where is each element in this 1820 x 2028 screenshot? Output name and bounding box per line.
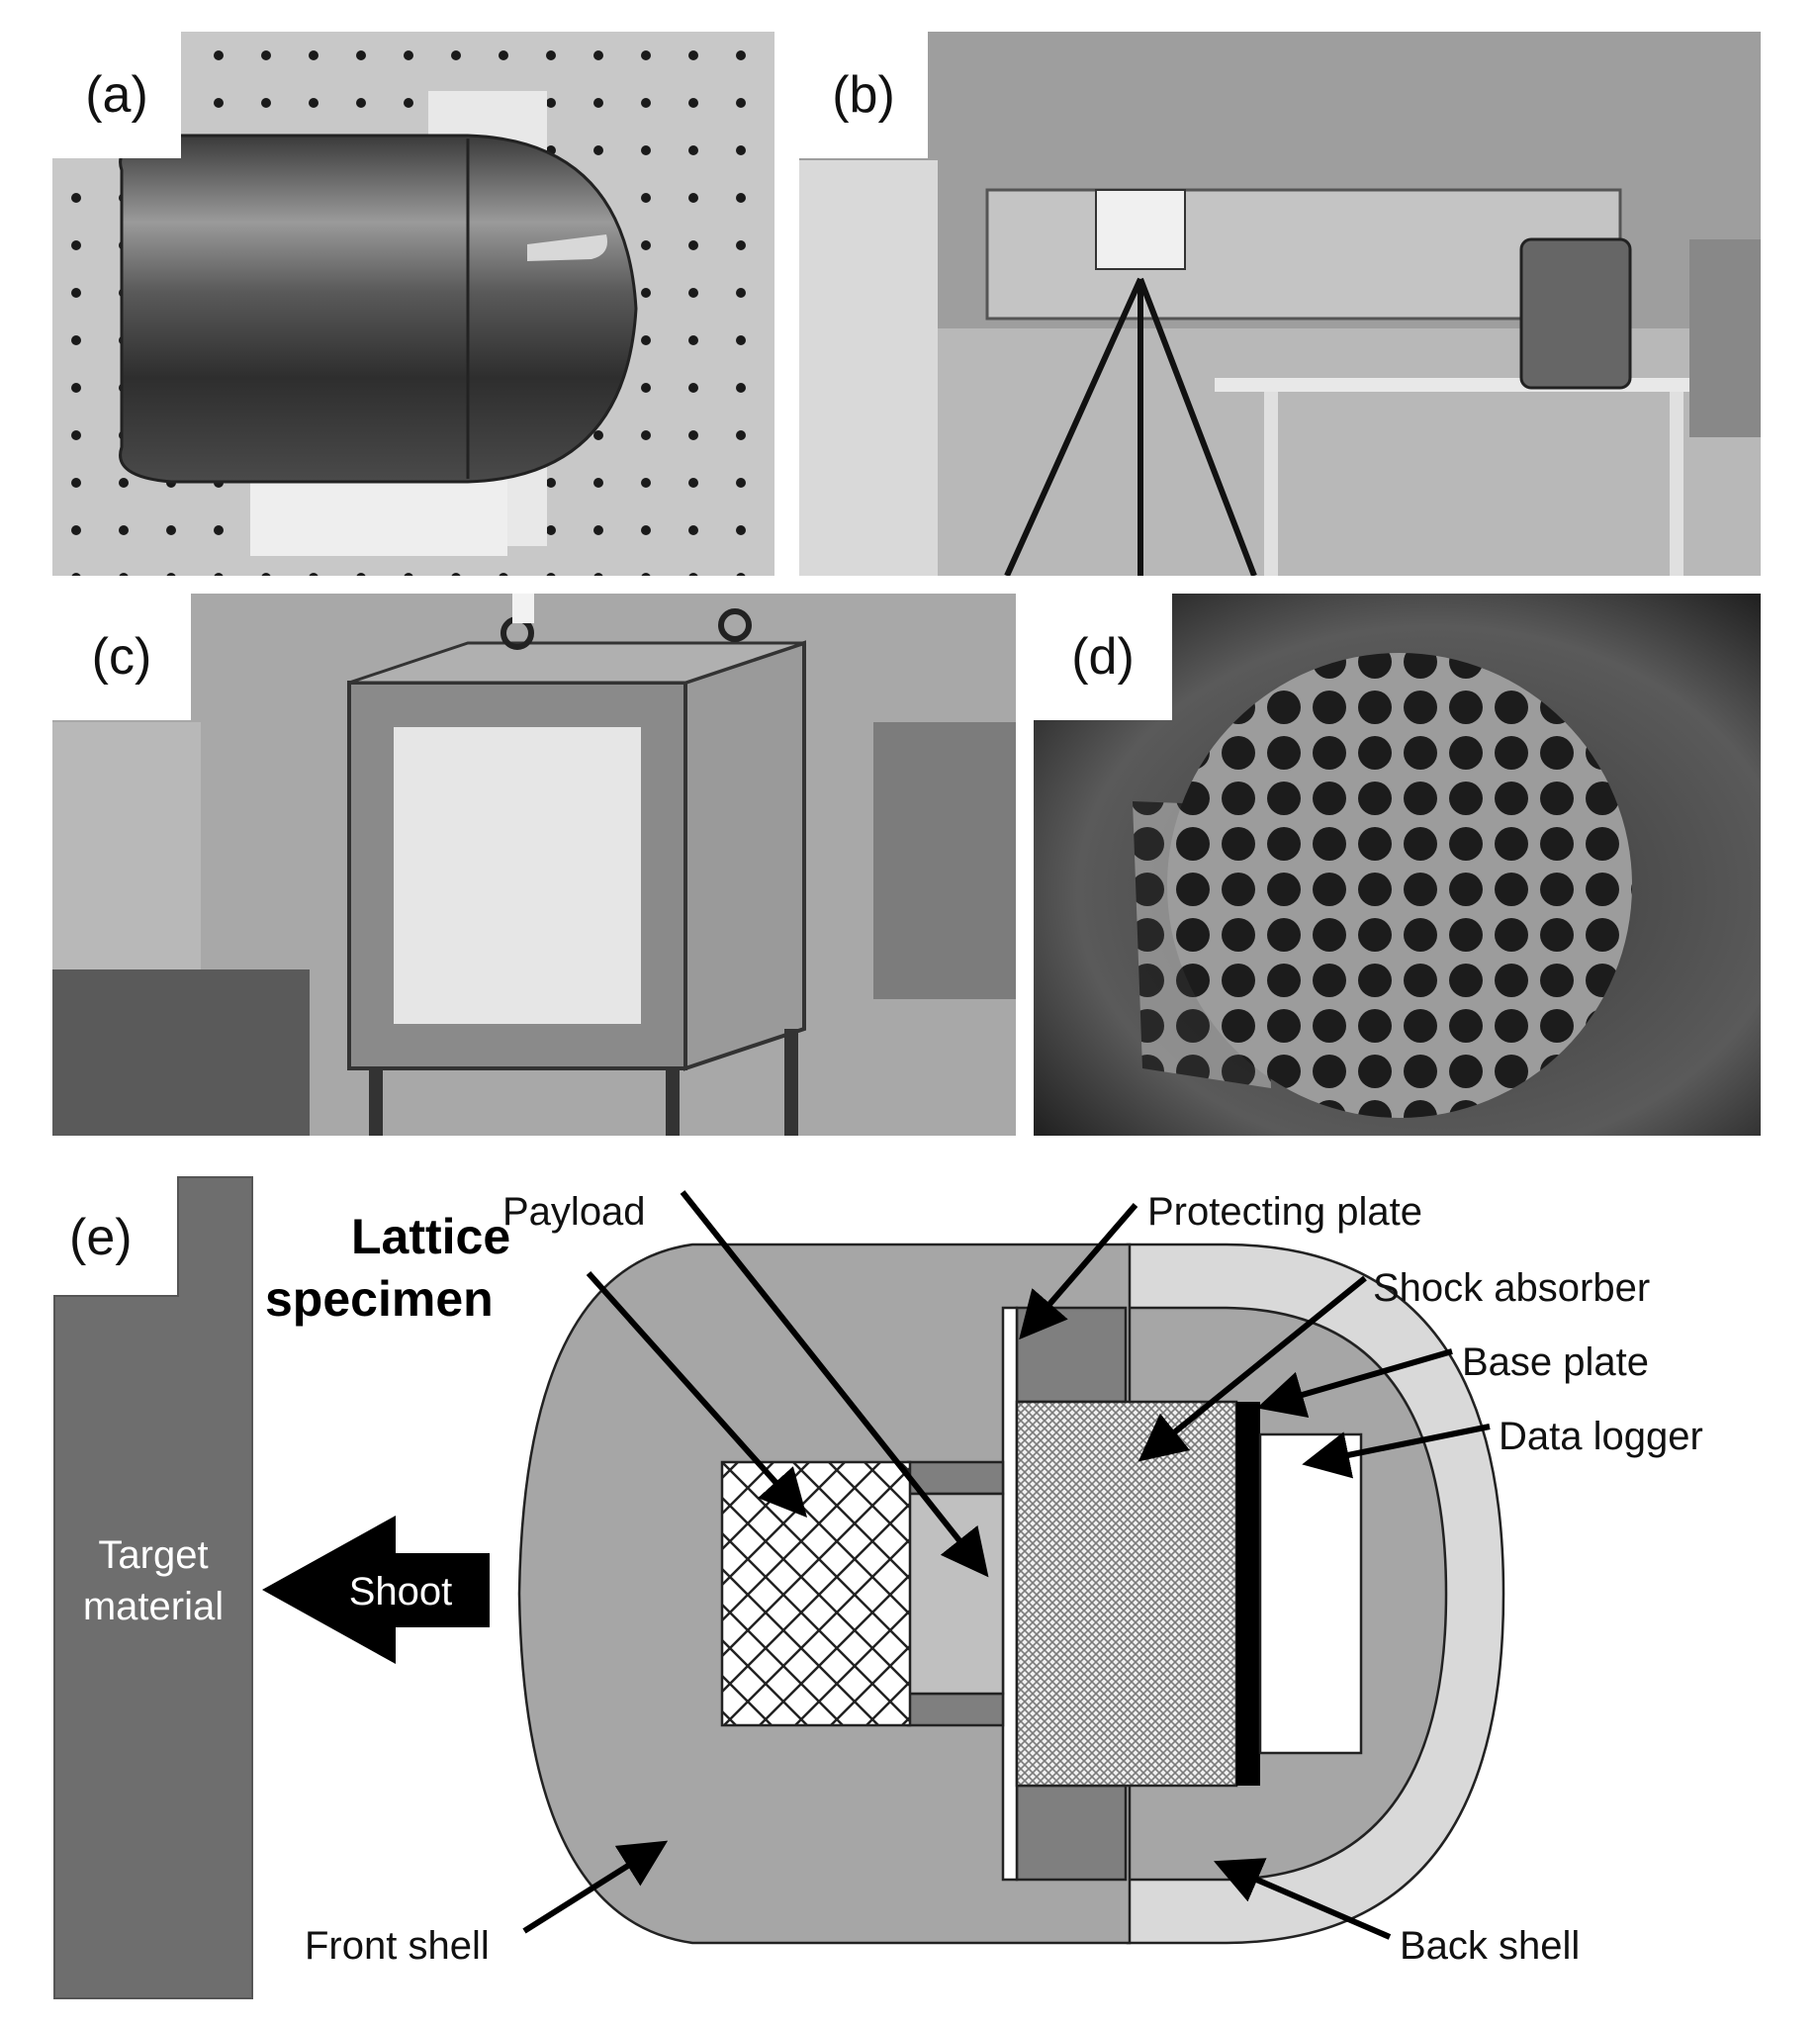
target-material-block — [53, 1176, 253, 1999]
lattice-photo — [1034, 594, 1761, 1136]
base-plate — [1236, 1402, 1260, 1786]
shoot-label: Shoot — [349, 1570, 453, 1613]
panel-label-b: (b) — [799, 32, 928, 158]
photo-panel-b — [799, 32, 1761, 576]
protecting-block-bottom — [1015, 1784, 1128, 1882]
panel-label-e: (e) — [69, 1209, 133, 1266]
payload-rail-bottom — [906, 1692, 1005, 1727]
payload — [906, 1492, 1005, 1696]
shock-absorber — [1015, 1400, 1238, 1788]
protecting-plate — [1001, 1306, 1019, 1882]
data-logger-arrow — [1302, 1424, 1491, 1479]
base-plate-label: Base plate — [1462, 1340, 1649, 1384]
capsule-photo — [52, 32, 774, 576]
data-logger-label: Data logger — [1499, 1415, 1703, 1458]
panel-label-a: (a) — [52, 32, 181, 158]
shock-absorber-arrow — [1138, 1275, 1367, 1462]
payload-label: Payload — [502, 1190, 646, 1234]
panel-label-d: (d) — [1034, 594, 1172, 720]
photo-panel-d — [1034, 594, 1761, 1136]
lattice-specimen — [720, 1460, 912, 1727]
back-shell-label: Back shell — [1400, 1924, 1580, 1968]
panel-label-e-box — [52, 1167, 176, 1296]
base-plate-arrow — [1256, 1348, 1453, 1419]
photo-panel-a — [52, 32, 774, 576]
lattice-specimen-label-line2: specimen — [265, 1271, 494, 1327]
protecting-plate-arrow — [1019, 1203, 1138, 1340]
protecting-plate-label: Protecting plate — [1147, 1190, 1422, 1234]
photo-panel-c — [52, 594, 1016, 1136]
shock-absorber-label: Shock absorber — [1373, 1266, 1650, 1310]
panel-label-c: (c) — [52, 594, 191, 720]
front-shell-label: Front shell — [305, 1924, 490, 1968]
launcher-photo — [799, 32, 1761, 576]
data-logger — [1258, 1432, 1363, 1755]
payload-arrow — [680, 1190, 989, 1578]
back-shell-arrow — [1213, 1858, 1392, 1940]
lattice-specimen-label-line1: Lattice — [351, 1209, 510, 1264]
front-shell-arrow — [522, 1840, 669, 1934]
target-material-line2: material — [83, 1585, 224, 1628]
shoot-arrow — [262, 1516, 490, 1664]
capsule-schematic: (e) Target material Shoot Payload Lattic… — [52, 1167, 1703, 1999]
target-material-line1: Target — [98, 1533, 208, 1577]
target-box-photo — [52, 594, 1016, 1136]
lattice-arrow — [586, 1270, 808, 1518]
payload-rail-top — [906, 1460, 1005, 1496]
